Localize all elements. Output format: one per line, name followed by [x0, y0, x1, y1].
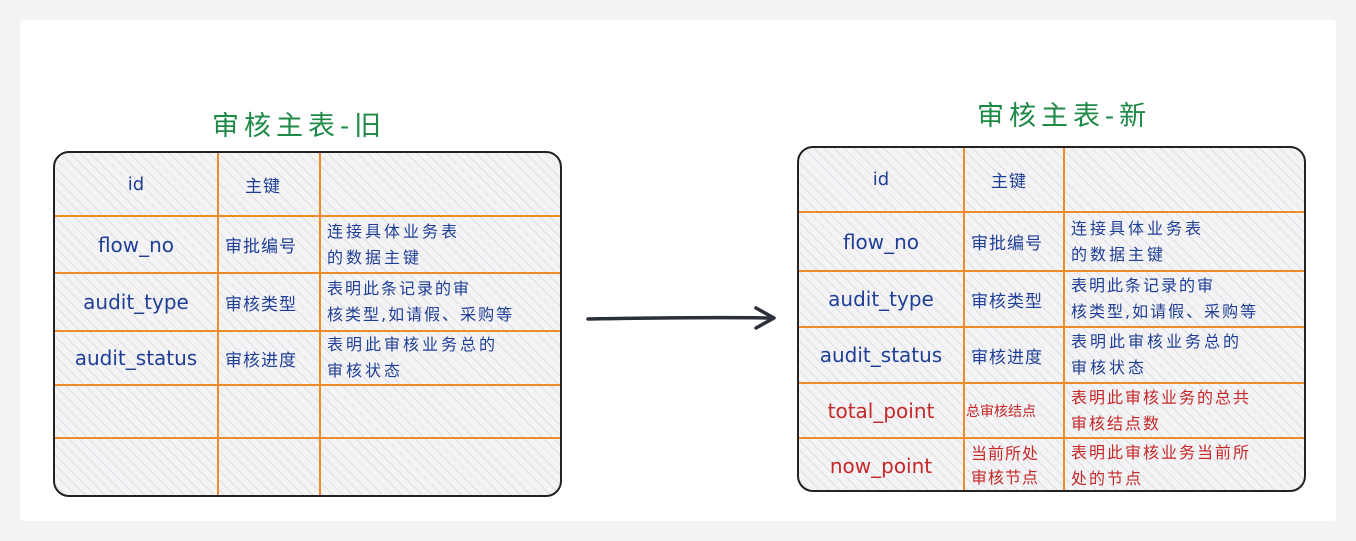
old-grid-col-1 [217, 153, 219, 495]
old-row-desc: 表明此条记录的审 核类型,如请假、采购等 [327, 279, 515, 324]
old-row-desc: 表明此审核业务总的 审核状态 [327, 335, 499, 380]
old-row-name: audit_type [83, 290, 189, 314]
old-row-desc: 连接具体业务表 的数据主键 [327, 221, 461, 267]
old-row-type: 审核类型 [225, 294, 297, 315]
old-row-name: flow_no [97, 232, 175, 257]
old-grid-row-2 [55, 272, 560, 274]
old-grid-row-5 [55, 437, 560, 439]
new-row-type: 总审核结点 [966, 403, 1036, 420]
new-row-name: audit_type [828, 287, 934, 311]
old-header-desc [321, 153, 560, 215]
new-row-type: 审核类型 [971, 291, 1043, 312]
old-row-type: 审核进度 [225, 350, 297, 371]
new-row-type: 审批编号 [971, 234, 1043, 254]
old-header-name: id [127, 173, 145, 195]
new-grid-row-5 [799, 437, 1304, 439]
old-grid-row-1 [55, 215, 560, 217]
new-row-desc: 表明此审核业务的总共 审核结点数 [1071, 387, 1252, 433]
new-row-type: 审核进度 [971, 347, 1043, 368]
new-table-title: 审核主表-新 [977, 101, 1152, 132]
new-grid-row-1 [799, 211, 1304, 213]
old-grid-row-3 [55, 330, 560, 332]
new-row-name: flow_no [842, 229, 920, 254]
arrow-right-icon [586, 306, 776, 330]
new-row-name: now_point [829, 453, 933, 478]
old-row-desc [321, 386, 560, 437]
new-header-name: id [872, 169, 890, 190]
new-header-type: 主键 [991, 172, 1027, 192]
new-row-type: 当前所处 审核节点 [971, 443, 1040, 487]
old-row-desc [321, 439, 560, 495]
old-row-name: audit_status [74, 346, 198, 370]
new-grid-row-4 [799, 382, 1304, 384]
new-row-desc: 表明此条记录的审 核类型,如请假、采购等 [1071, 276, 1259, 321]
old-row-type [219, 439, 319, 495]
old-grid-row-4 [55, 384, 560, 386]
old-table: id 主键 flow_no 审批编号 连接具体业务表 的数据主键 audit_t… [53, 151, 562, 497]
new-grid-row-2 [799, 270, 1304, 272]
new-row-name: audit_status [819, 343, 943, 367]
new-table: id 主键 flow_no 审批编号 连接具体业务表 的数据主键 audit_t… [797, 146, 1306, 492]
old-header-type: 主键 [245, 176, 281, 197]
old-grid-col-2 [319, 153, 321, 495]
new-grid-col-2 [1063, 148, 1065, 490]
new-header-desc [1065, 148, 1304, 211]
new-row-name: total_point [827, 398, 935, 423]
old-row-type: 审批编号 [225, 237, 297, 257]
old-table-title: 审核主表-旧 [212, 111, 387, 142]
new-grid-row-3 [799, 326, 1304, 328]
new-grid-col-1 [963, 148, 965, 490]
old-row-name [55, 386, 217, 437]
new-row-desc: 表明此审核业务当前所 处的节点 [1071, 442, 1252, 488]
new-row-desc: 连接具体业务表 的数据主键 [1071, 218, 1205, 264]
new-row-desc: 表明此审核业务总的 审核状态 [1071, 332, 1243, 377]
old-row-type [219, 386, 319, 437]
diagram-canvas: 审核主表-旧 id 主键 flow_no 审批编号 连接具体业务表 的数据主键 … [20, 20, 1336, 521]
old-row-name [55, 439, 217, 495]
